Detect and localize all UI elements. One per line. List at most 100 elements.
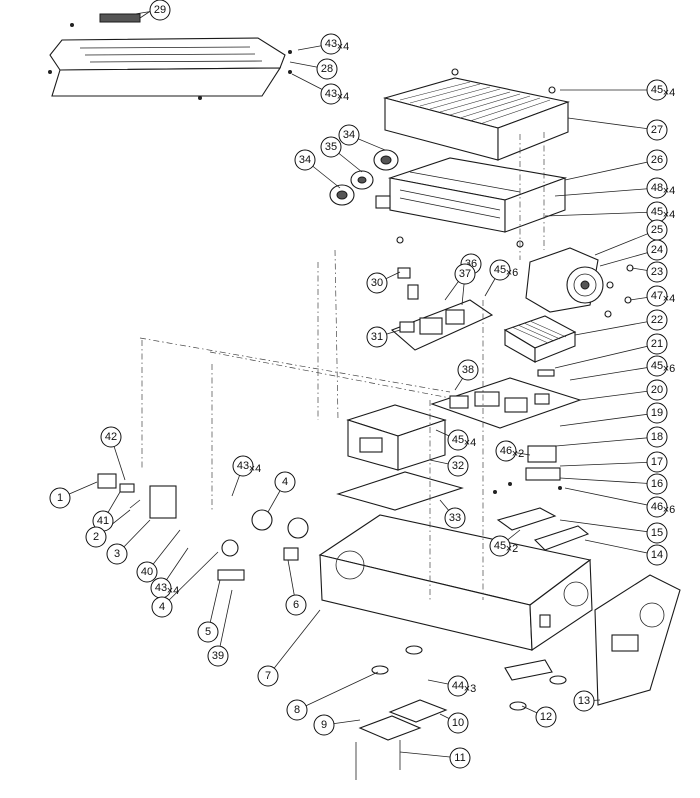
callout-number: 5 (205, 626, 211, 638)
insulation-sheet-part (336, 471, 464, 511)
callout-circle (447, 455, 469, 477)
callout-number: 38 (462, 364, 474, 376)
callout-number: 45 (452, 434, 464, 446)
callout-leader-39 (217, 589, 233, 657)
callout-21: 21 (646, 333, 668, 355)
callout-circle (136, 561, 158, 583)
callout-number: 2 (93, 531, 99, 543)
callout-43: 43×4 (320, 33, 350, 55)
callout-circle (49, 487, 71, 509)
callout-42: 42 (100, 426, 122, 448)
callout-quantity: ×6 (663, 363, 676, 375)
callout-leader-18 (555, 436, 658, 447)
callout-circle (646, 333, 668, 355)
callout-4: 4 (151, 596, 173, 618)
heatsink-frame-part (375, 157, 568, 248)
callout-circle (646, 402, 668, 424)
callout-number: 19 (651, 407, 663, 419)
callout-circle (646, 309, 668, 331)
callout-quantity: ×4 (337, 41, 350, 53)
callout-43: 43×4 (150, 577, 179, 599)
callout-circle (320, 33, 342, 55)
callout-number: 43 (237, 460, 249, 472)
callout-34: 34 (338, 124, 360, 146)
callout-leader-27 (567, 117, 658, 131)
callout-leader-20 (579, 389, 658, 401)
callout-leader-46 (564, 487, 658, 508)
callout-circle (85, 526, 107, 548)
callout-circle (232, 455, 254, 477)
callout-circle (489, 535, 511, 557)
callout-number: 23 (651, 266, 663, 278)
callout-number: 16 (651, 478, 663, 490)
callout-number: 47 (651, 290, 663, 302)
callout-number: 14 (651, 549, 663, 561)
callout-quantity: ×4 (663, 293, 676, 305)
callout-3: 3 (106, 543, 128, 565)
relay-bracket-part (493, 445, 562, 494)
callout-38: 38 (457, 359, 479, 381)
callout-circle (646, 544, 668, 566)
callout-circle (285, 594, 307, 616)
callout-circle (338, 124, 360, 146)
terminal-block-part (496, 507, 590, 551)
callout-leader-25 (594, 229, 658, 256)
side-panel-part (594, 574, 681, 706)
callout-18: 18 (646, 426, 668, 448)
callout-circle (457, 359, 479, 381)
capacitor-parts (329, 149, 399, 206)
callout-circle (100, 426, 122, 448)
callout-leader-17 (559, 461, 658, 467)
callout-circle (646, 79, 668, 101)
callout-14: 14 (646, 544, 668, 566)
callout-circle (489, 259, 511, 281)
callout-number: 45 (651, 360, 663, 372)
callout-circle (646, 426, 668, 448)
callout-46: 46×6 (646, 496, 676, 518)
callout-number: 1 (57, 492, 63, 504)
callout-circle (646, 149, 668, 171)
callout-circle (274, 471, 296, 493)
callout-quantity: ×6 (663, 504, 676, 516)
callout-circle (151, 596, 173, 618)
callout-leader-15 (559, 519, 658, 534)
callout-leader-48 (554, 187, 658, 197)
callout-45: 45×6 (489, 259, 518, 281)
callout-number: 28 (321, 63, 333, 75)
top-cover-part (48, 9, 292, 100)
callout-quantity: ×3 (464, 683, 477, 695)
callout-number: 45 (494, 264, 506, 276)
callout-leader-19 (559, 412, 658, 427)
callout-29: 29 (149, 0, 171, 21)
callout-number: 3 (114, 548, 120, 560)
callout-10: 10 (447, 712, 469, 734)
callout-number: 8 (294, 704, 300, 716)
callout-number: 15 (651, 527, 663, 539)
callout-17: 17 (646, 451, 668, 473)
callout-number: 34 (299, 154, 311, 166)
feet-and-brackets-part (355, 645, 567, 780)
callout-circle (320, 136, 342, 158)
callout-number: 7 (265, 670, 271, 682)
callout-43: 43×4 (232, 455, 262, 477)
callout-circle (366, 272, 388, 294)
callout-number: 39 (212, 650, 224, 662)
callout-number: 11 (454, 752, 465, 764)
callout-number: 35 (325, 141, 337, 153)
callout-quantity: ×2 (506, 543, 519, 555)
callout-8: 8 (286, 699, 308, 721)
callout-number: 22 (651, 314, 663, 326)
callout-number: 48 (651, 182, 663, 194)
callout-quantity: ×4 (663, 87, 676, 99)
callout-circle (646, 119, 668, 141)
callout-number: 30 (371, 277, 383, 289)
callout-leader-45 (544, 211, 658, 217)
callout-circle (286, 699, 308, 721)
heatsink-part (503, 315, 577, 363)
callout-circle (366, 326, 388, 348)
transformer-box-part (346, 404, 447, 471)
callout-quantity: ×4 (249, 463, 262, 475)
callout-leader-4 (161, 551, 219, 608)
callout-number: 45 (651, 206, 663, 218)
